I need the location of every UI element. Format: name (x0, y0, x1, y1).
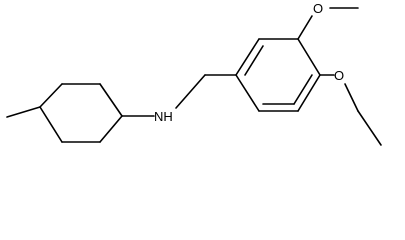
bond-cyclohexane-3 (99, 83, 123, 117)
bond-ethoxy-ch2-ch3 (357, 110, 382, 146)
bond-cyclohexane-4 (99, 115, 123, 143)
bond-benzene-double-2 (293, 74, 313, 105)
bond-benzene-1 (235, 38, 260, 76)
bond-cyclohexane-1 (39, 83, 63, 108)
bond-aryl-methoxy-o (297, 15, 313, 40)
structure-drawing: NH O O (6, 1, 382, 146)
bond-benzene-3 (297, 38, 321, 76)
bond-benzene-double-1 (244, 45, 264, 76)
amine-label: NH (154, 109, 173, 124)
ethoxy-oxygen-label: O (334, 68, 344, 83)
bond-cyclohexane-6 (39, 106, 63, 143)
bond-ethoxy-o-ch2 (344, 83, 359, 112)
bond-methyl-ring (6, 106, 41, 118)
molecule-structure-canvas: NH O O (6, 1, 382, 146)
bond-benzene-6 (235, 74, 260, 112)
methoxy-oxygen-label: O (313, 1, 323, 16)
bond-nh-ch2 (175, 74, 206, 109)
bond-benzene-4 (297, 74, 321, 112)
